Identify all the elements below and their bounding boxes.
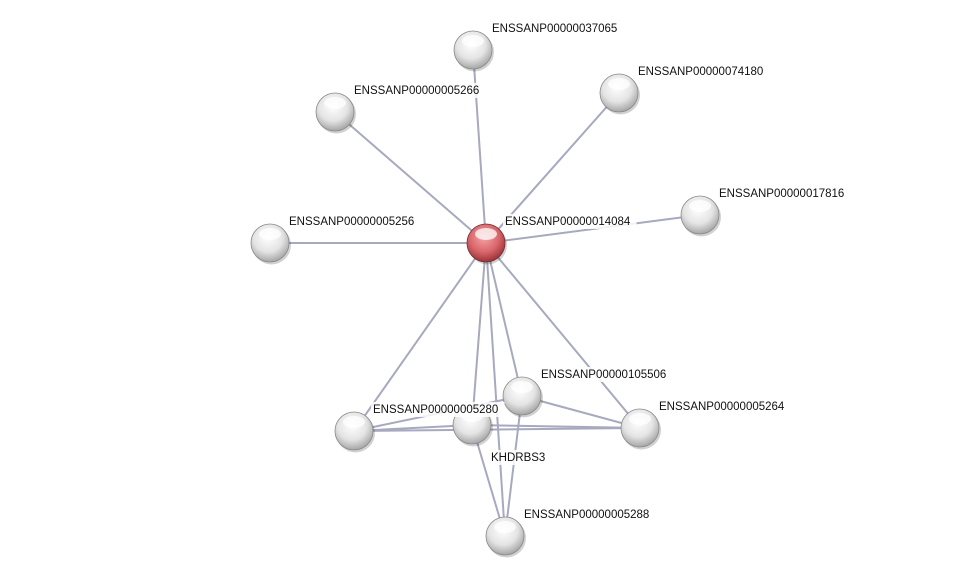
node-label: ENSSANP00000014084	[503, 214, 637, 229]
edge-n7-n8[interactable]	[521, 395, 641, 429]
node-highlight	[462, 35, 484, 47]
label-background	[287, 214, 421, 229]
edge-n0-n1[interactable]	[472, 49, 487, 244]
protein-node[interactable]	[334, 411, 375, 453]
node-label-text: ENSSANP00000074180	[638, 66, 763, 78]
node-highlight	[343, 416, 365, 428]
node-highlight	[259, 228, 281, 240]
label-background	[636, 64, 770, 79]
edge-n0-n10[interactable]	[485, 242, 506, 537]
protein-node[interactable]	[599, 73, 640, 115]
node-label-text: ENSSANP00000017816	[719, 188, 844, 200]
node-label-text: ENSSANP00000037065	[492, 23, 617, 35]
node-label-text: ENSSANP00000005256	[289, 216, 414, 228]
protein-node[interactable]	[620, 408, 661, 450]
edge-n0-n7[interactable]	[485, 242, 523, 397]
node-label-text: KHDRBS3	[491, 452, 545, 464]
label-background	[352, 83, 486, 98]
label-background	[490, 21, 624, 36]
node-highlight	[475, 228, 497, 240]
edge-n0-n6[interactable]	[471, 242, 487, 426]
node-label: ENSSANP00000105506	[539, 367, 673, 382]
node-label-text: ENSSANP00000014084	[505, 216, 631, 228]
node-label-text: ENSSANP00000005280	[373, 404, 498, 416]
node-label: ENSSANP00000005256	[287, 214, 421, 229]
node-label: ENSSANP00000037065	[490, 21, 624, 36]
node-label: ENSSANP00000005280	[371, 402, 505, 417]
node-highlight	[608, 78, 630, 90]
label-background	[657, 399, 791, 414]
node-highlight	[629, 413, 651, 425]
label-background	[503, 214, 637, 229]
node-label: KHDRBS3	[489, 450, 545, 465]
node-label: ENSSANP00000005288	[522, 507, 656, 522]
node-highlight	[511, 381, 533, 393]
labels-layer: KHDRBS3 ENSSANP00000014084 ENSSANP00000037…	[287, 21, 851, 522]
query-protein-node[interactable]	[466, 223, 507, 265]
protein-node[interactable]	[453, 30, 494, 72]
label-background	[717, 186, 851, 201]
node-label: ENSSANP00000074180	[636, 64, 770, 79]
node-highlight	[494, 521, 516, 533]
edge-n6-n8[interactable]	[471, 424, 641, 429]
protein-node[interactable]	[680, 195, 721, 237]
node-label: ENSSANP00000005264	[657, 399, 791, 414]
edge-n0-n9[interactable]	[353, 242, 487, 432]
label-background	[371, 402, 505, 417]
node-label-text: ENSSANP00000005288	[524, 509, 649, 521]
protein-node[interactable]	[502, 376, 543, 418]
edge-n0-n3[interactable]	[334, 111, 487, 244]
node-label-text: ENSSANP00000105506	[541, 369, 666, 381]
node-highlight	[324, 97, 346, 109]
label-background	[522, 507, 656, 522]
protein-node[interactable]	[250, 223, 291, 265]
edge-n9-n8[interactable]	[353, 427, 641, 432]
nodes-layer	[250, 30, 721, 558]
protein-node[interactable]	[315, 92, 356, 134]
edge-n0-n8[interactable]	[485, 242, 641, 429]
node-highlight	[689, 200, 711, 212]
protein-node[interactable]	[485, 516, 526, 558]
node-label-text: ENSSANP00000005266	[354, 85, 479, 97]
node-label-text: ENSSANP00000005264	[659, 401, 785, 413]
node-label: ENSSANP00000017816	[717, 186, 851, 201]
label-background	[489, 450, 544, 465]
label-background	[539, 367, 673, 382]
node-label: ENSSANP00000005266	[352, 83, 486, 98]
edge-n7-n10[interactable]	[504, 395, 523, 537]
